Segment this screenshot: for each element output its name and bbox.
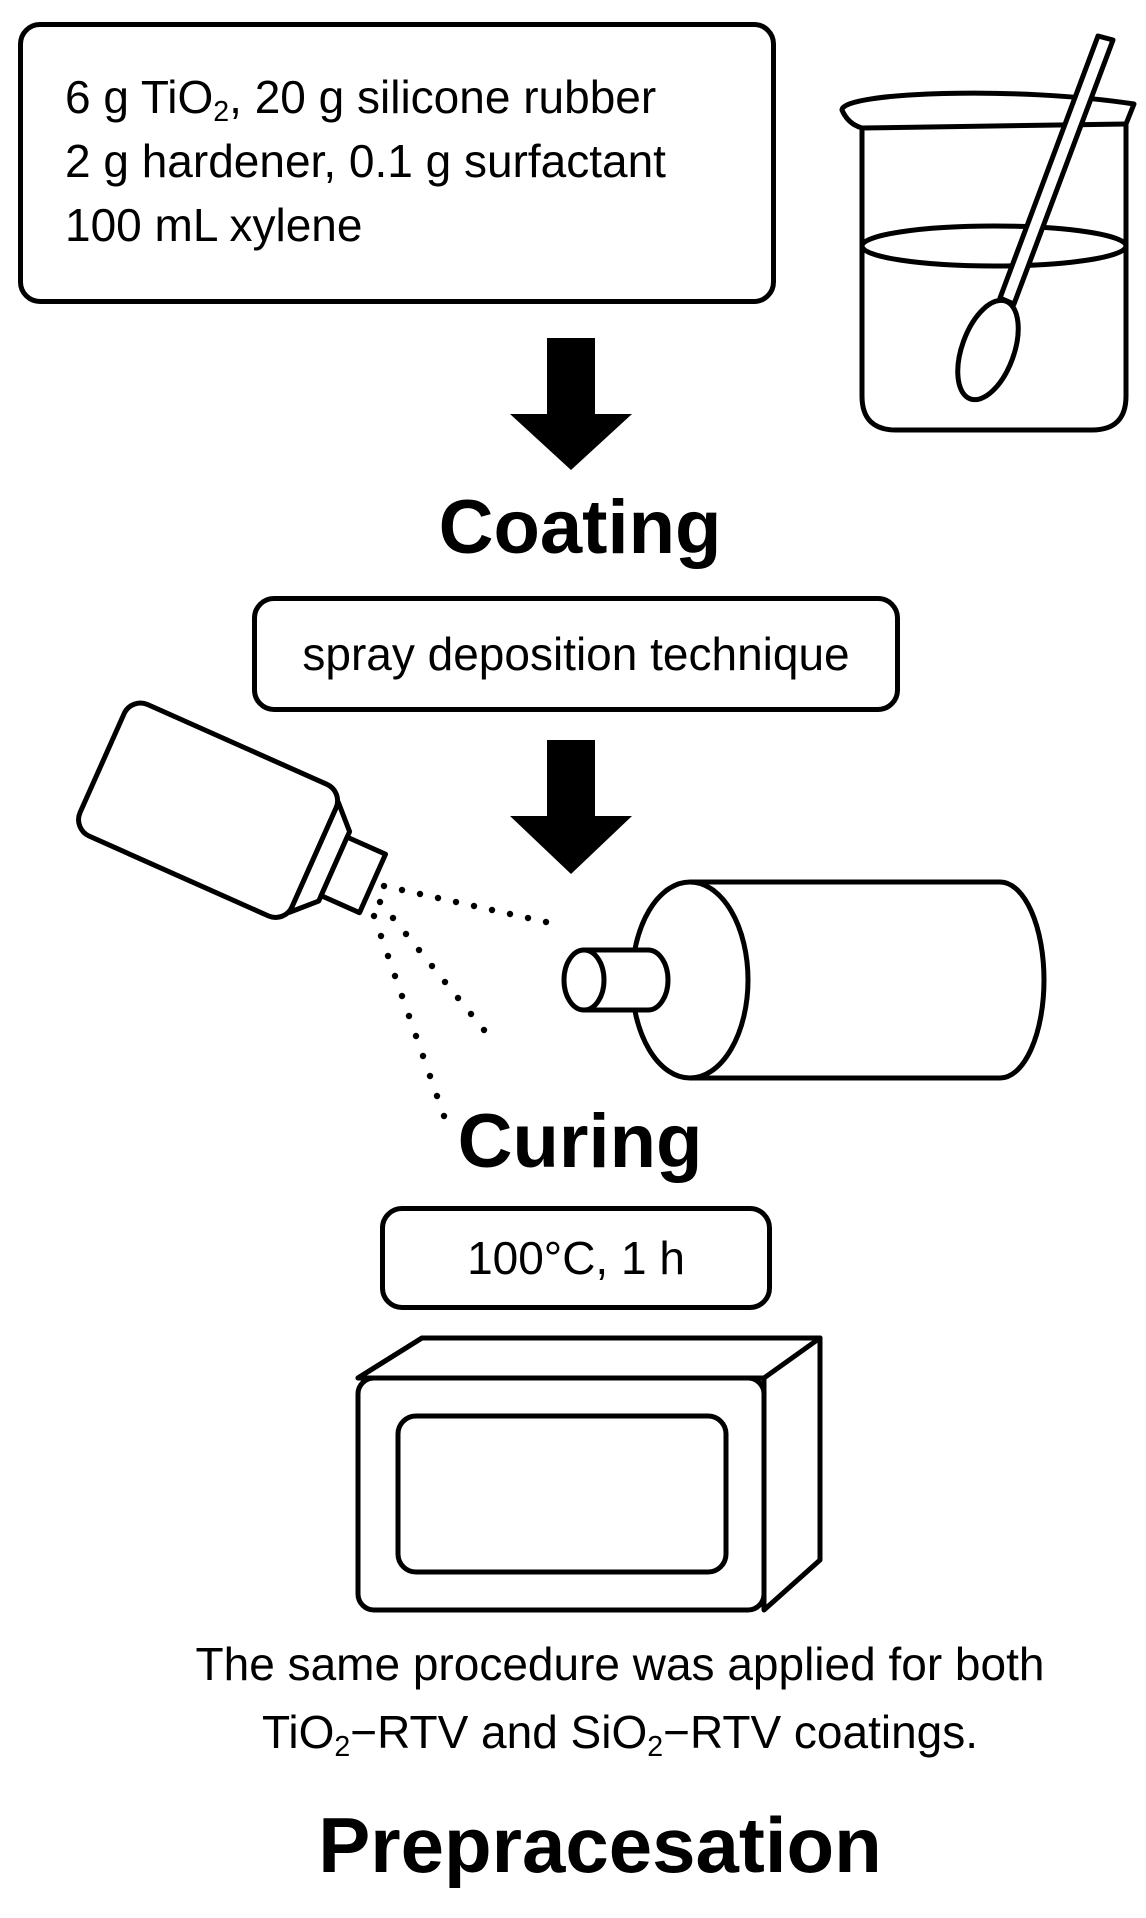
curing-condition-box: 100°C, 1 h [380,1206,772,1310]
caption-line-1: The same procedure was applied for both [195,1638,1045,1690]
subscript: 2 [213,95,230,128]
down-arrow-icon [510,740,632,874]
procedure-caption: The same procedure was applied for both … [100,1630,1140,1766]
caption-text: TiO [261,1706,335,1758]
curing-heading: Curing [457,1099,703,1184]
coating-method-label: spray deposition technique [302,628,850,680]
subscript: 2 [647,1730,664,1763]
subscript: 2 [334,1730,351,1763]
down-arrow-icon [510,338,632,470]
coating-heading: Coating [438,485,722,570]
caption-text: −RTV coatings. [663,1706,979,1758]
cylinder-insulator-icon [561,879,1047,1081]
beaker-icon [839,33,1137,433]
ingredient-line-1: 6 g TiO2, 20 g silicone rubber [65,65,771,129]
ingredients-box: 6 g TiO2, 20 g silicone rubber 2 g harde… [18,22,776,304]
oven-icon [355,1335,823,1613]
ingredient-text: , 20 g silicone rubber [229,71,657,123]
caption-text: −RTV and SiO [350,1706,648,1758]
caption-line-2: TiO2−RTV and SiO2−RTV coatings. [100,1698,1140,1766]
spray-mist-icon [370,882,550,1120]
figure-title: Prepracesation [318,1801,882,1889]
ingredient-text: 6 g TiO [65,71,214,123]
curing-condition-label: 100°C, 1 h [467,1232,685,1284]
spray-bottle-icon [76,700,389,920]
coating-method-box: spray deposition technique [252,596,900,712]
ingredient-line-3: 100 mL xylene [65,199,363,251]
ingredient-line-2: 2 g hardener, 0.1 g surfactant [65,135,666,187]
